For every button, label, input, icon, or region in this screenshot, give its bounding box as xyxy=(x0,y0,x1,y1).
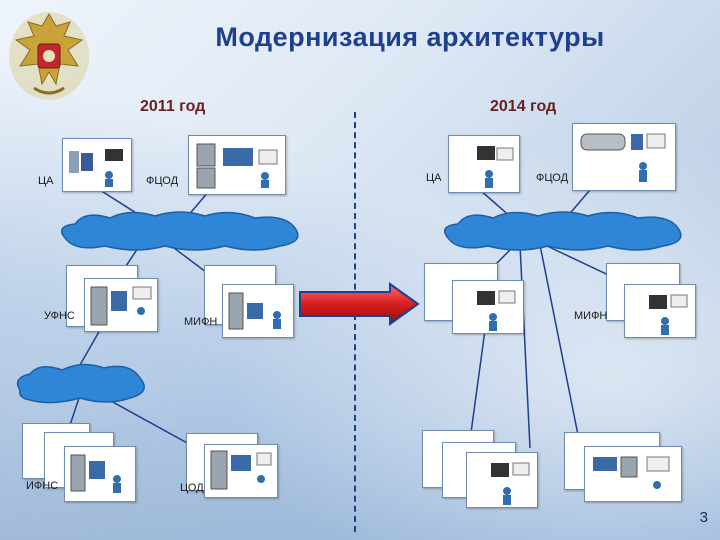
label-ca-right: ЦА xyxy=(426,172,442,184)
emblem-logo xyxy=(9,12,89,100)
label-fcod-right: ФЦОД xyxy=(536,172,569,184)
node-ifns-left xyxy=(64,446,136,502)
label-cod-left: ЦОД xyxy=(180,482,204,494)
label-ca-left: ЦА xyxy=(38,175,54,187)
server-rack-icon xyxy=(196,143,278,189)
divider-line xyxy=(354,112,356,532)
label-ufns-left: УФНС xyxy=(44,310,75,322)
node-mifns-right xyxy=(624,284,696,338)
page-number: 3 xyxy=(699,509,708,526)
transition-arrow xyxy=(299,282,420,326)
year-right: 2014 год xyxy=(490,98,557,115)
node-cod-left xyxy=(204,444,278,498)
label-mifns-right: МИФН xyxy=(574,310,608,322)
server-icon xyxy=(228,292,281,330)
network-cloud-right xyxy=(443,211,682,251)
node-ca-left xyxy=(62,138,132,192)
workstation-icon xyxy=(69,149,123,187)
node-ifns-right xyxy=(466,452,538,508)
server-icon xyxy=(70,454,121,493)
workstation-icon xyxy=(477,290,516,331)
label-mifns-left: МИФН xyxy=(184,316,218,328)
network-cloud-left-bottom xyxy=(16,363,145,404)
node-cod-right xyxy=(584,446,682,502)
node-fcod-left xyxy=(188,135,286,195)
node-mifns-left xyxy=(222,284,294,338)
server-rack-icon xyxy=(210,450,272,490)
label-fcod-left: ФЦОД xyxy=(146,175,179,187)
workstation-icon xyxy=(477,146,514,188)
year-left: 2011 год xyxy=(140,98,206,115)
workstation-icon xyxy=(649,294,688,335)
node-ca-right xyxy=(448,135,520,193)
server-icon xyxy=(90,286,152,326)
node-ufns-right xyxy=(452,280,524,334)
label-ifns-left: ИФНС xyxy=(26,480,59,492)
page-title: Модернизация архитектуры xyxy=(215,22,605,52)
workstation-icon xyxy=(491,462,530,505)
server-rack-icon xyxy=(593,456,670,489)
node-ufns-left xyxy=(84,278,158,332)
node-fcod-right xyxy=(572,123,676,191)
storage-array-icon xyxy=(580,133,666,182)
network-cloud-left-top xyxy=(60,211,299,251)
